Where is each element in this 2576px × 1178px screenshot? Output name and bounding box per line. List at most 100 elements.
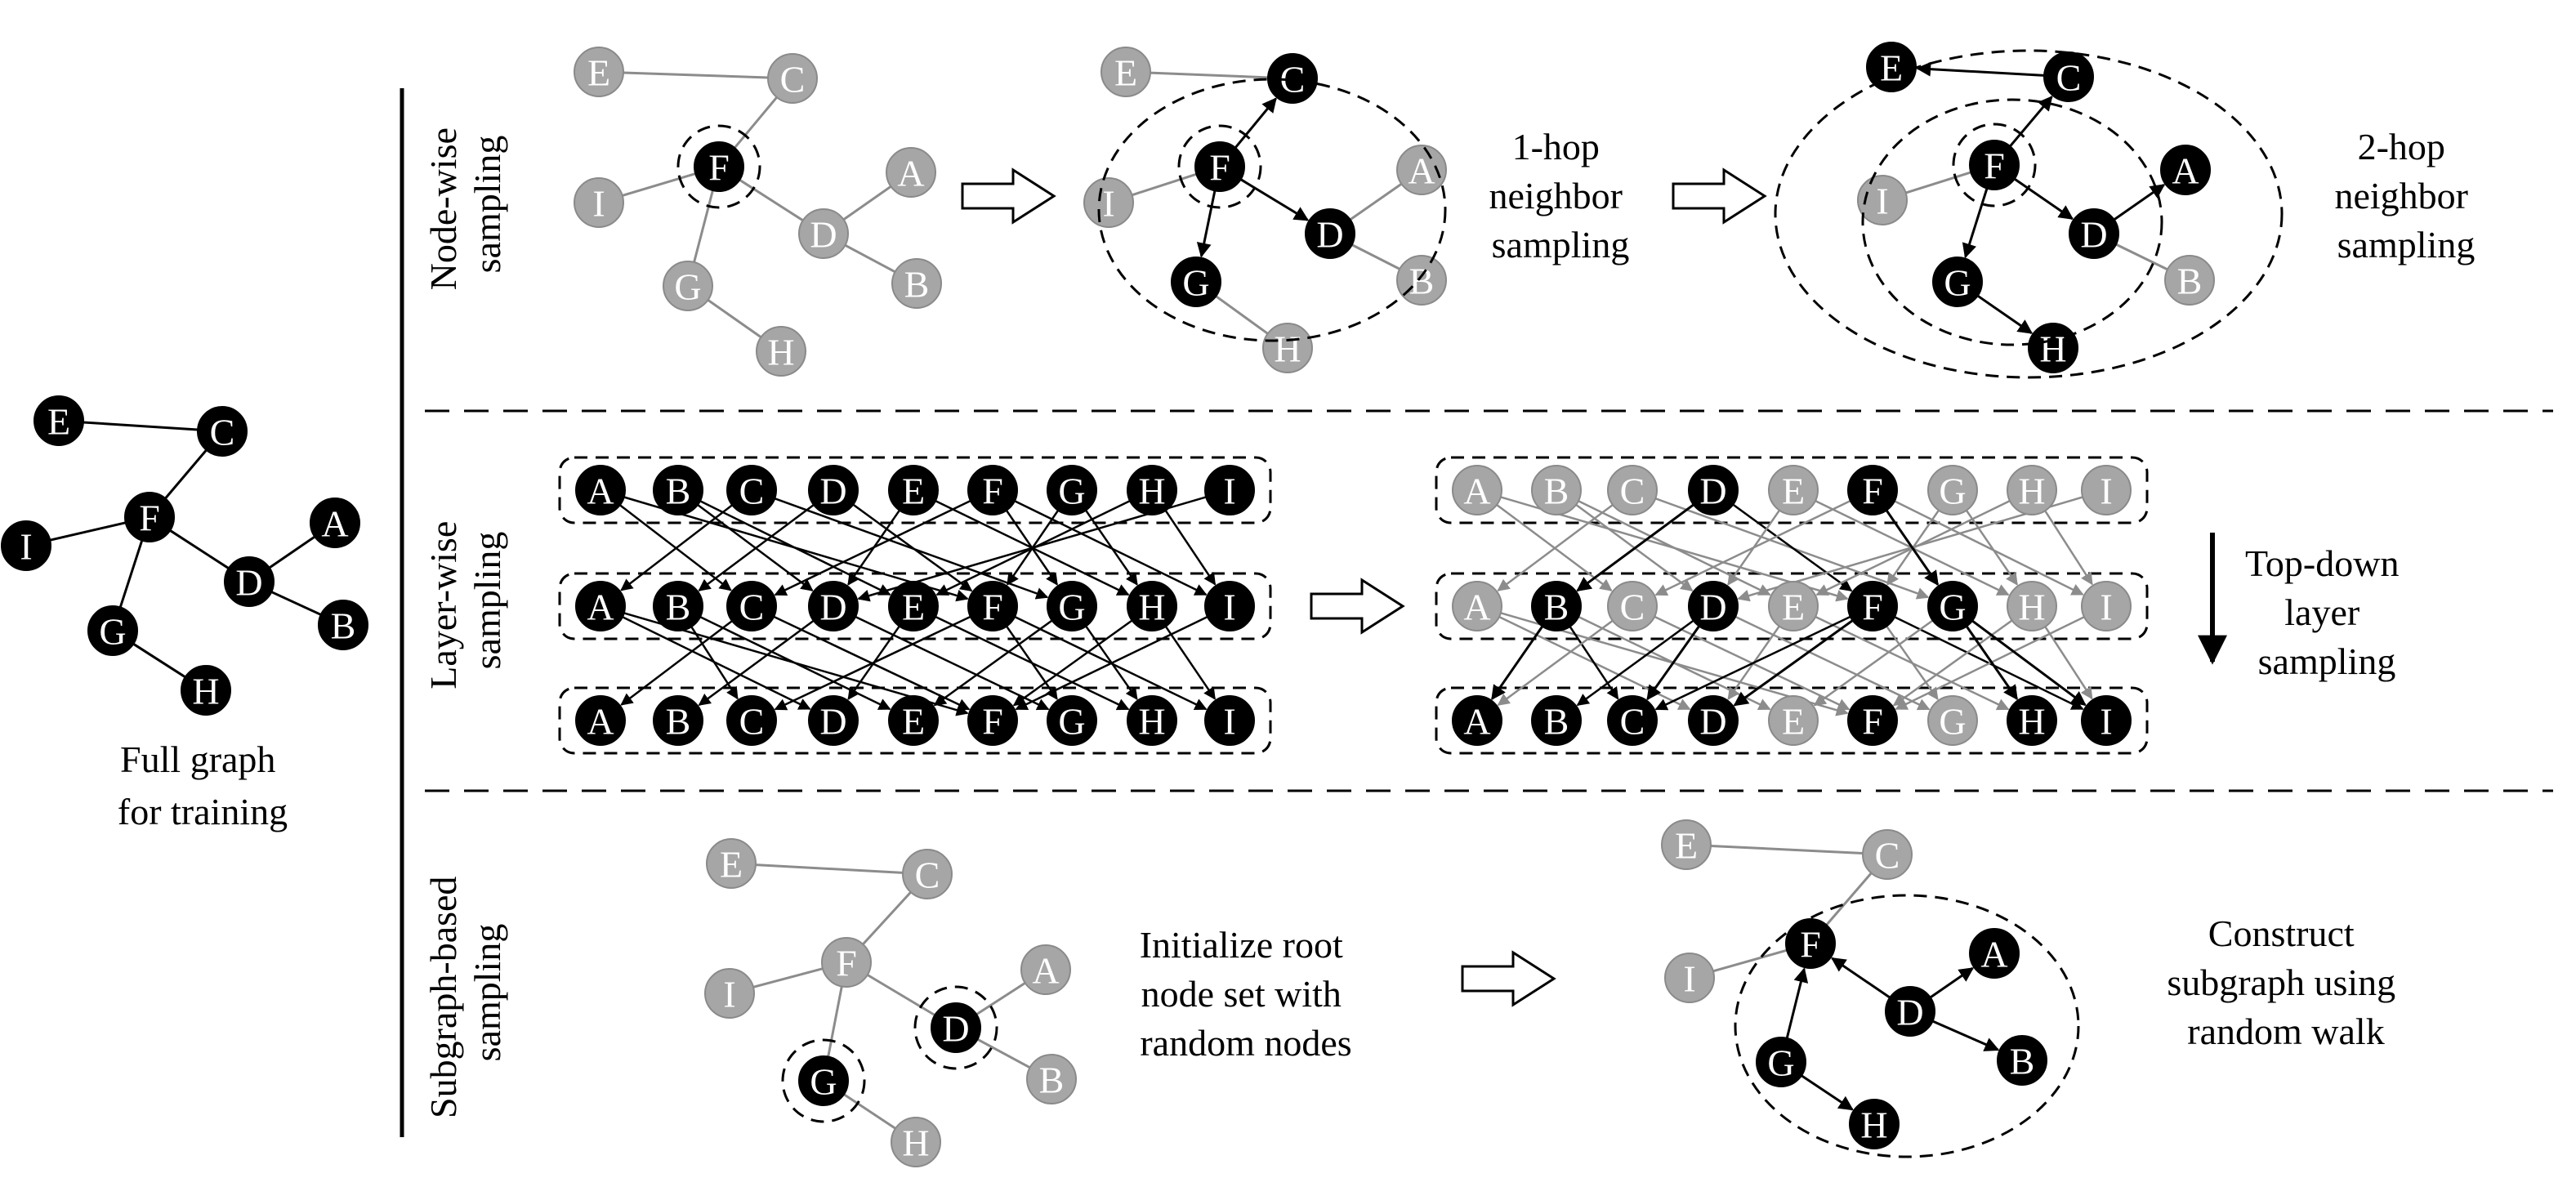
nw-hop2-outer-ellipse — [1774, 49, 2284, 379]
full-graph-node-a — [310, 498, 360, 548]
full-graph-edge-ec — [83, 421, 199, 431]
nw-hop1-edge-ec — [1150, 71, 1269, 79]
sg-walk-node-i — [1664, 953, 1715, 1003]
sg-init-node-label-c: C — [915, 854, 940, 896]
lw-sampled-layer2-node-label-h: H — [2018, 587, 2045, 628]
lw-sampled-layer3-node-g — [1927, 695, 1978, 746]
lw-full-edge-top-fc — [774, 499, 971, 596]
nw-seed-node-label-b: B — [904, 264, 930, 306]
layer-box-left-2 — [558, 572, 1272, 640]
nw-hop2-node-i — [1857, 175, 1908, 225]
lw-sampled-edge-top-be — [1578, 500, 1771, 596]
nw-hop2-node-g — [1932, 257, 1983, 307]
sg-init-node-i — [704, 968, 755, 1019]
nw-hop2-node-d — [2069, 208, 2119, 259]
full-graph-edge-if — [49, 521, 127, 542]
nw-hop1-node-i — [1083, 177, 1134, 228]
lw-full-layer3-node-label-f: F — [982, 701, 1003, 743]
sg-init-node-h — [891, 1117, 941, 1167]
layer-boxes — [558, 456, 2149, 755]
nw-hop2-node-label-d: D — [2080, 214, 2107, 256]
nw-step-arrow-2 — [1672, 167, 1767, 225]
lw-full-layer2-node-i — [1204, 581, 1255, 631]
sg-walk-node-label-i: I — [1683, 958, 1695, 1000]
lw-full-layer3-node-h — [1127, 695, 1177, 746]
lw-full-layer1-node-label-a: A — [587, 471, 614, 512]
lw-sampled-layer3-node-b — [1531, 695, 1582, 746]
nw-hop2-node-label-i: I — [1876, 181, 1888, 222]
full-graph-node-label-g: G — [99, 611, 126, 653]
full-graph-edge-gh — [132, 642, 186, 679]
full-graph-edge-fd — [169, 529, 230, 569]
nw-hop1-edge-da — [1349, 182, 1403, 221]
lw-full-layer1-node-d — [808, 465, 859, 515]
lw-full-edge-top-hi — [1164, 510, 1217, 586]
nw-hop2-node-label-g: G — [1944, 262, 1971, 304]
lw-sampled-edge-top-fi — [1894, 500, 2084, 596]
nw-hop2-edge-da — [2113, 184, 2166, 221]
layer-box-right-2 — [1435, 572, 2149, 640]
lw-sampled-layer3-node-label-c: C — [1620, 701, 1645, 743]
lw-full-layer1-node-label-b: B — [666, 471, 691, 512]
nw-hop1-node-g — [1171, 257, 1221, 307]
nw-seed-node-label-c: C — [780, 59, 806, 100]
lw-sampled-edge-top-fc — [1654, 499, 1851, 596]
sg-walk-scope-ellipse — [1734, 894, 2080, 1158]
lw-full-layer3-node-label-i: I — [1223, 701, 1235, 743]
sg-init-edge-da — [975, 982, 1026, 1015]
nw-hop1-node-label-h: H — [1274, 328, 1301, 370]
lw-full-layer1-node-label-g: G — [1058, 471, 1085, 512]
nw-hop1-node-label-g: G — [1182, 262, 1209, 304]
lw-sampled-layer3-node-d — [1688, 695, 1739, 746]
lw-full-edge-top-gh — [1085, 509, 1138, 586]
annotations — [676, 49, 2284, 1158]
nw-hop2-edge-fc — [2009, 96, 2053, 148]
full-graph-edge-fg — [118, 540, 144, 608]
subgraph-row-label: Subgraph-based sampling — [422, 867, 508, 1118]
full-graph-edge-da — [268, 535, 316, 569]
layer-wise-row-label: Layer-wise sampling — [422, 511, 508, 689]
lw-sampled-layer3-node-label-f: F — [1862, 701, 1883, 743]
nw-seed-node-label-i: I — [592, 183, 605, 225]
lw-sampled-layer2-node-label-g: G — [1939, 587, 1966, 628]
sg-walk-edge-gh — [1801, 1074, 1854, 1111]
nw-hop2-node-label-a: A — [2172, 150, 2199, 192]
nw-step-arrow-1 — [961, 167, 1056, 225]
full-graph-node-label-f: F — [139, 498, 160, 539]
sg-walk-node-h — [1849, 1099, 1900, 1149]
full-graph-edge-cf — [164, 448, 208, 500]
lw-full-layer2-node-label-h: H — [1138, 587, 1165, 628]
nw-hop2-node-label-h: H — [2039, 328, 2066, 370]
lw-sampled-layer2-node-h — [2007, 581, 2057, 631]
layer-box-right-3 — [1435, 686, 2149, 755]
sg-init-node-d — [931, 1002, 981, 1053]
sg-init-node-c — [902, 849, 953, 899]
nw-seed-node-label-f: F — [708, 147, 730, 189]
sg-init-node-label-b: B — [1039, 1060, 1065, 1101]
nw-hop2-edge-ce — [1916, 61, 2045, 77]
nw-hop2-node-label-f: F — [1984, 145, 2005, 187]
sg-init-node-label-h: H — [902, 1122, 929, 1164]
lw-sampled-layer3-node-label-e: E — [1782, 701, 1805, 743]
lw-sampled-key-bottom-gi — [1971, 619, 2087, 707]
lw-sampled-layer1-node-label-i: I — [2100, 471, 2112, 512]
lw-full-edge-top-ca — [620, 504, 733, 591]
lw-full-layer2-node-label-d: D — [819, 587, 846, 628]
nw-seed-node-label-h: H — [767, 332, 794, 373]
sg-walk-node-d — [1885, 986, 1935, 1037]
nw-hop1-scope-ellipse — [1097, 78, 1447, 342]
lw-full-layer2-node-label-g: G — [1058, 587, 1085, 628]
sg-init-node-label-d: D — [942, 1008, 969, 1050]
lw-full-layer3-node-label-g: G — [1058, 701, 1085, 743]
lw-sampled-edge-bottom-fg — [1886, 625, 1939, 701]
layer-box-right-1 — [1435, 456, 2149, 524]
lw-sampled-layer2-node-label-f: F — [1862, 587, 1883, 628]
sg-init-node-g — [798, 1055, 849, 1106]
lw-full-edge-bottom-ad — [622, 616, 811, 711]
lw-full-edge-bottom-hf — [1012, 619, 1133, 707]
sg-walk-node-f — [1785, 918, 1836, 969]
sg-init-root-circle-g — [781, 1038, 866, 1123]
lw-sampled-layer1-node-label-f: F — [1862, 471, 1883, 512]
nw-hop2-edge-if — [1905, 171, 1971, 194]
